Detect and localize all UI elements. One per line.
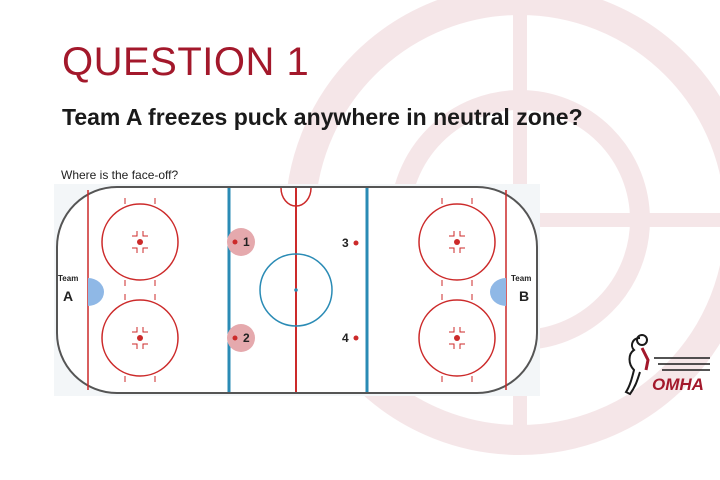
question-subtitle: Where is the face-off?: [61, 168, 179, 182]
right-goal-crease: [490, 278, 506, 306]
neutral-dot-4-label: 4: [342, 331, 349, 345]
neutral-dot-1: [232, 239, 238, 245]
neutral-dot-1-label: 1: [243, 235, 250, 249]
slide-title: QUESTION 1: [62, 40, 310, 84]
neutral-dot-3: [353, 240, 359, 246]
neutral-dot-1-highlight: [227, 228, 255, 256]
faceoff-circle-right-bottom: [418, 294, 496, 382]
omha-logo: OMHA: [624, 334, 710, 396]
team-a-small-label: Team: [58, 274, 78, 283]
omha-logo-text: OMHA: [652, 375, 704, 394]
team-b-small-label: Team: [511, 274, 531, 283]
center-circle: [259, 253, 333, 327]
hockey-rink-diagram: 1 2 3 4 Team A Team B: [54, 184, 540, 396]
left-goal-crease: [88, 278, 104, 306]
faceoff-circle-left-top: [101, 198, 179, 286]
faceoff-circle-right-top: [418, 198, 496, 286]
neutral-dot-3-label: 3: [342, 236, 349, 250]
neutral-dot-2-label: 2: [243, 331, 250, 345]
neutral-dot-4: [353, 335, 359, 341]
neutral-dot-2: [232, 335, 238, 341]
team-a-label: A: [63, 288, 73, 304]
neutral-dot-2-highlight: [227, 324, 255, 352]
faceoff-circle-left-bottom: [101, 294, 179, 382]
question-text: Team A freezes puck anywhere in neutral …: [62, 104, 583, 130]
team-b-label: B: [519, 288, 529, 304]
